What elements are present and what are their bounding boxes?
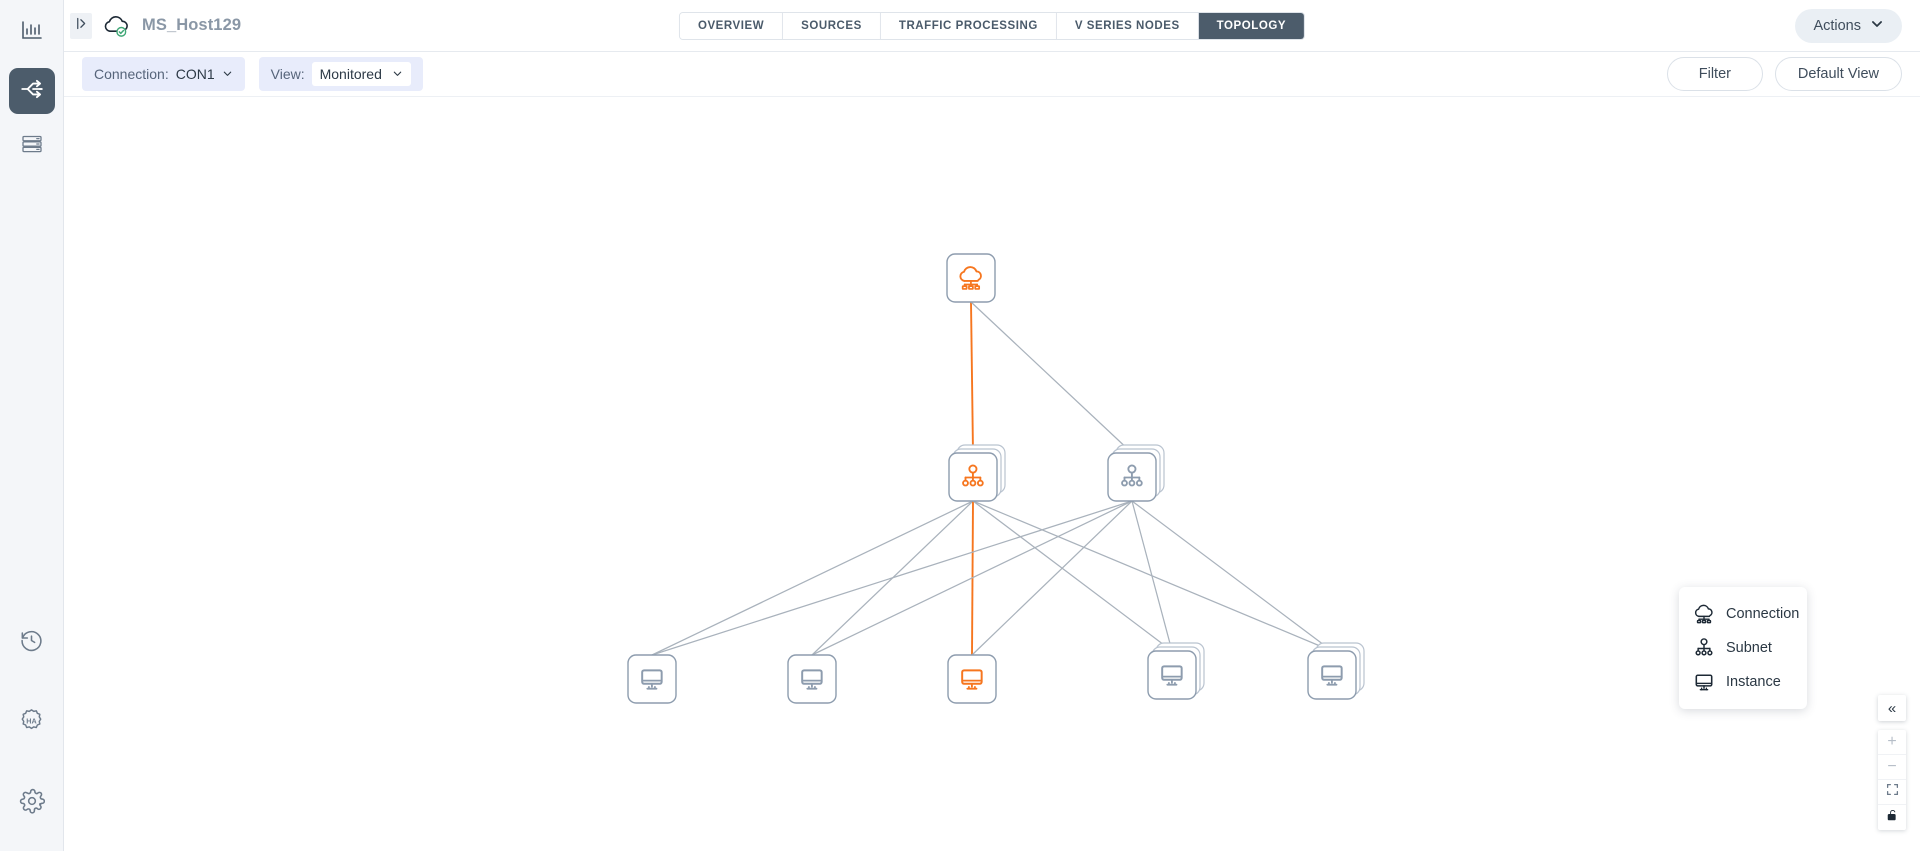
node-layer — [627, 253, 1365, 704]
actions-button[interactable]: Actions — [1795, 8, 1902, 43]
default-view-button[interactable]: Default View — [1774, 57, 1902, 91]
chevron-down-icon — [1870, 17, 1884, 35]
node-box[interactable] — [787, 654, 837, 704]
collapse-legend-button[interactable]: « — [1878, 695, 1906, 721]
sidebar-item-analytics[interactable] — [10, 6, 54, 58]
topology-edge — [1131, 500, 1333, 652]
gear-icon — [19, 788, 45, 819]
app-header: MS_Host129 OVERVIEW SOURCES TRAFFIC PROC… — [64, 0, 1920, 52]
node-box[interactable] — [627, 654, 677, 704]
actions-label: Actions — [1813, 17, 1861, 34]
tab-v-series-nodes[interactable]: V SERIES NODES — [1056, 12, 1199, 39]
topology-edge — [1131, 500, 1173, 652]
edge-layer — [651, 301, 1333, 656]
connection-cloud-icon — [1693, 603, 1715, 625]
cloud-check-icon — [102, 13, 132, 39]
topology-node-connection[interactable] — [946, 253, 996, 303]
legend-label: Instance — [1726, 674, 1781, 690]
instance-monitor-icon — [1693, 671, 1715, 693]
topology-toolbar: Connection: CON1 View: Monitored Filter … — [64, 52, 1920, 97]
ha-gear-icon: HA — [18, 707, 45, 739]
topology-edge — [970, 301, 974, 454]
legend-label: Subnet — [1726, 640, 1772, 656]
view-label: View: — [270, 66, 305, 82]
topology-split-icon — [19, 76, 45, 107]
sidebar-item-history[interactable] — [10, 621, 54, 665]
subnet-tree-icon — [1693, 637, 1715, 659]
view-value: Monitored — [319, 66, 382, 82]
left-rail: HA — [0, 0, 64, 851]
server-stack-icon — [20, 132, 44, 161]
legend-item-subnet[interactable]: Subnet — [1679, 631, 1807, 665]
topology-node-subnet[interactable] — [948, 444, 1006, 502]
topology-edge — [970, 301, 1133, 454]
sidebar-item-topology[interactable] — [8, 68, 55, 114]
connection-selector[interactable]: Connection: CON1 — [82, 57, 245, 91]
expand-panel-button[interactable] — [70, 12, 92, 39]
chevron-down-icon — [222, 66, 233, 82]
toolbar-right-buttons: Filter Default View — [1666, 57, 1902, 91]
sidebar-item-high-availability[interactable]: HA — [10, 701, 54, 745]
sidebar-item-settings[interactable] — [10, 781, 54, 825]
history-clock-icon — [19, 628, 44, 658]
topology-graph[interactable] — [64, 97, 1920, 851]
fit-screen-button[interactable] — [1878, 780, 1906, 805]
sidebar-item-inventory[interactable] — [10, 124, 54, 168]
tab-topology[interactable]: TOPOLOGY — [1198, 12, 1305, 39]
connection-value: CON1 — [175, 66, 215, 82]
tab-traffic-processing[interactable]: TRAFFIC PROCESSING — [880, 12, 1057, 39]
page-title: MS_Host129 — [142, 16, 242, 34]
legend-item-connection[interactable]: Connection — [1679, 597, 1807, 631]
bar-chart-icon — [20, 18, 44, 47]
node-box[interactable] — [947, 654, 997, 704]
connection-label: Connection: — [94, 66, 169, 82]
tab-sources[interactable]: SOURCES — [783, 12, 881, 39]
lock-open-icon — [1886, 808, 1899, 827]
zoom-controls: + − — [1878, 730, 1906, 830]
topology-node-instance[interactable] — [1307, 642, 1365, 700]
zoom-in-button[interactable]: + — [1878, 730, 1906, 755]
topology-canvas[interactable]: Connection Subnet Instance — [64, 97, 1920, 851]
view-selector[interactable]: View: Monitored — [258, 57, 423, 91]
topology-node-instance[interactable] — [787, 654, 837, 704]
view-select[interactable]: Monitored — [311, 62, 411, 86]
topology-edge — [651, 500, 1133, 656]
topology-legend: Connection Subnet Instance — [1679, 587, 1807, 709]
legend-label: Connection — [1726, 606, 1800, 622]
topology-node-subnet[interactable] — [1107, 444, 1165, 502]
node-box[interactable] — [1307, 650, 1357, 700]
main-tabs: OVERVIEW SOURCES TRAFFIC PROCESSING V SE… — [678, 11, 1306, 40]
expand-panel-icon — [74, 16, 89, 36]
topology-edge — [651, 500, 974, 656]
tab-overview[interactable]: OVERVIEW — [679, 12, 784, 39]
node-box[interactable] — [946, 253, 996, 303]
node-box[interactable] — [1147, 650, 1197, 700]
lock-button[interactable] — [1878, 805, 1906, 830]
fit-screen-icon — [1886, 783, 1899, 801]
chevron-down-icon — [392, 66, 403, 82]
topology-edge — [972, 500, 1173, 652]
legend-item-instance[interactable]: Instance — [1679, 665, 1807, 699]
topology-edge — [971, 500, 1133, 656]
topology-node-instance[interactable] — [947, 654, 997, 704]
topology-edge — [811, 500, 1133, 656]
zoom-out-button[interactable]: − — [1878, 755, 1906, 780]
filter-button[interactable]: Filter — [1666, 57, 1763, 91]
topology-node-instance[interactable] — [1147, 642, 1205, 700]
svg-text:HA: HA — [26, 716, 36, 725]
topology-node-instance[interactable] — [627, 654, 677, 704]
